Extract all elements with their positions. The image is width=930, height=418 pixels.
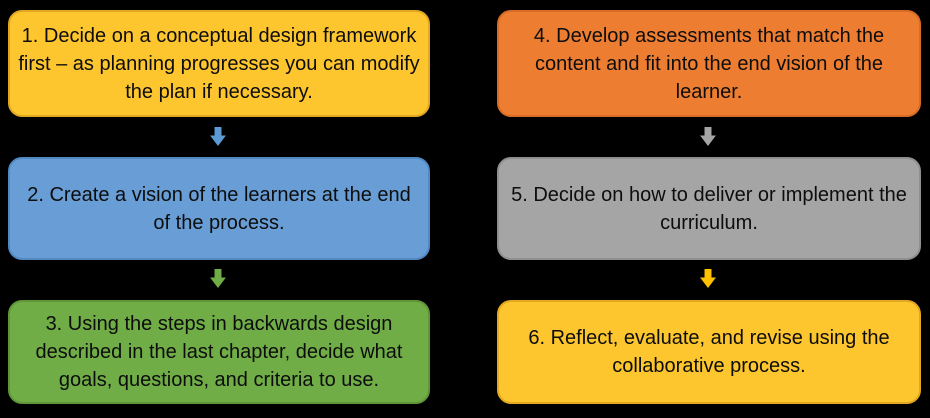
step-text-2: 2. Create a vision of the learners at th…	[27, 183, 411, 234]
arrow-down-icon	[700, 269, 716, 288]
step-box-6: 6. Reflect, evaluate, and revise using t…	[497, 300, 921, 404]
step-box-2: 2. Create a vision of the learners at th…	[8, 157, 430, 260]
step-box-5: 5. Decide on how to deliver or implement…	[497, 157, 921, 260]
step-text-1: 1. Decide on a conceptual design framewo…	[18, 24, 420, 103]
step-box-4: 4. Develop assessments that match the co…	[497, 10, 921, 117]
step-box-1: 1. Decide on a conceptual design framewo…	[8, 10, 430, 117]
step-text-5: 5. Decide on how to deliver or implement…	[511, 183, 907, 234]
step-text-3: 3. Using the steps in backwards design d…	[35, 313, 403, 391]
step-text-4: 4. Develop assessments that match the co…	[533, 24, 885, 103]
step-text-6: 6. Reflect, evaluate, and revise using t…	[528, 327, 890, 377]
arrow-down-icon	[210, 269, 226, 288]
arrow-down-icon	[700, 127, 716, 146]
arrow-down-icon	[210, 127, 226, 146]
step-box-3: 3. Using the steps in backwards design d…	[8, 300, 430, 404]
